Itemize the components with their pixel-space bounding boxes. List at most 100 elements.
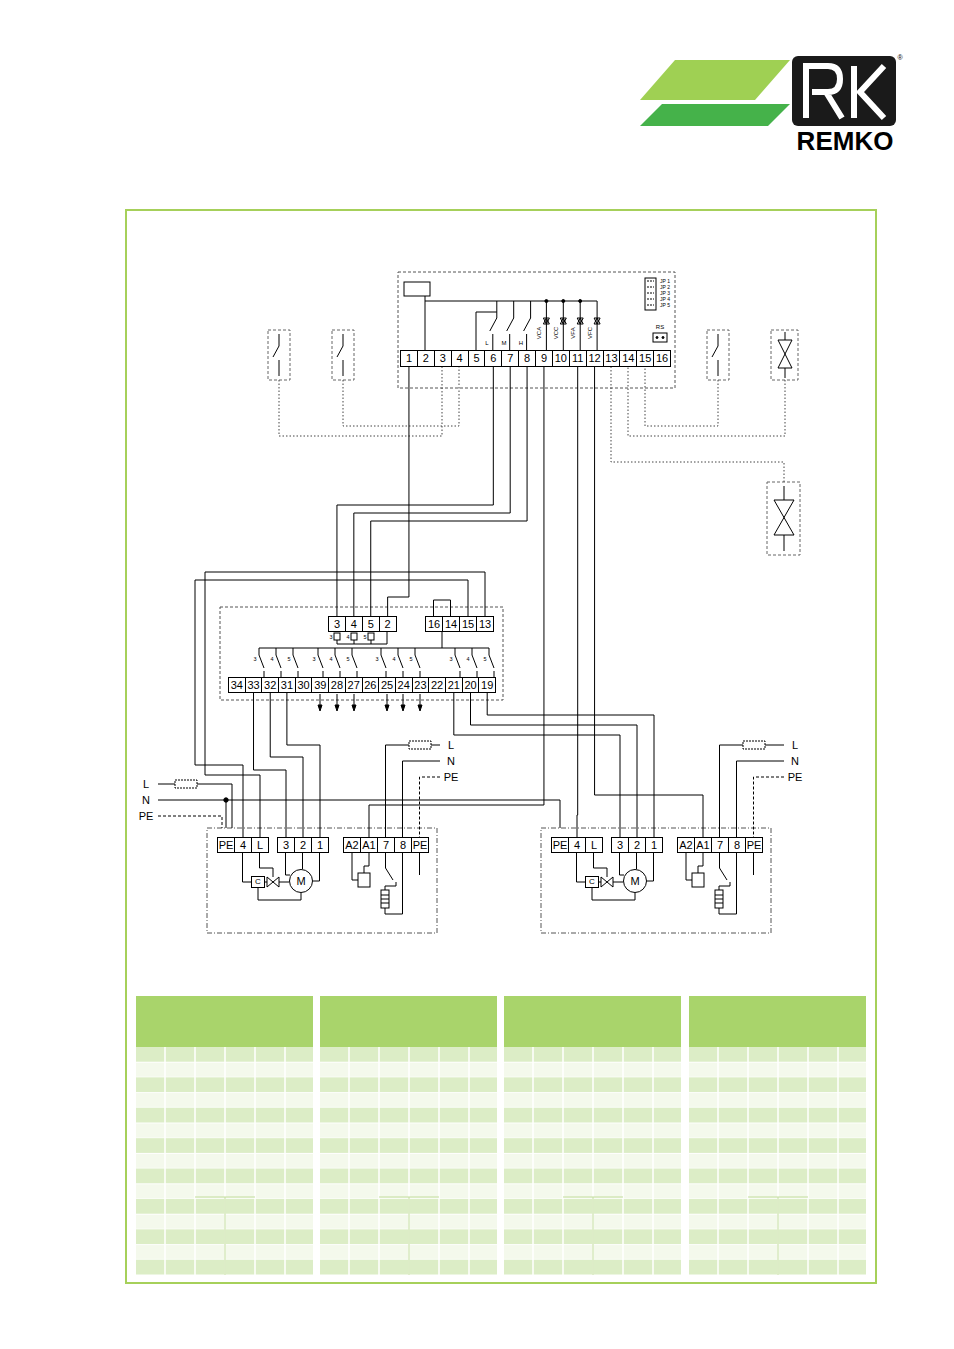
terminal-cell: 6 (484, 350, 502, 367)
terminal-cell: A2 (677, 837, 695, 853)
terminal-number: 8 (734, 840, 740, 851)
controller-board (560, 318, 566, 324)
terminal-cell: 9 (535, 350, 553, 367)
supply-label: N (447, 756, 455, 767)
valve-output-label: VFC (587, 327, 593, 339)
controller-board (507, 301, 514, 350)
supply-label: L (143, 779, 149, 790)
terminal-number: 15 (462, 619, 474, 630)
thermostat-switches (268, 330, 800, 555)
terminal-cell: 1 (400, 350, 418, 367)
motor-symbol: M (289, 869, 313, 893)
terminal-number: 7 (507, 353, 513, 364)
controller-board (645, 278, 656, 310)
controller-board (594, 318, 600, 324)
terminal-number: 32 (264, 680, 276, 691)
terminal-number: PE (553, 840, 568, 851)
terminal-number: 4 (351, 619, 357, 630)
supply-label: PE (139, 811, 154, 822)
thermostat-switches (332, 330, 354, 380)
motor-symbol: M (623, 869, 647, 893)
terminal-number: 28 (331, 680, 343, 691)
terminal-number: PE (747, 840, 762, 851)
terminal-cell: 10 (552, 350, 570, 367)
supply-wires (158, 800, 560, 828)
relay-module (318, 705, 422, 711)
terminal-cell: 3 (434, 350, 452, 367)
supply-label: N (142, 795, 150, 806)
terminal-number: A1 (696, 840, 709, 851)
fan-coil-unit (381, 890, 389, 908)
jumper-label: JP 1 (660, 279, 670, 284)
terminal-cell: 1 (311, 837, 329, 853)
terminal-number: 25 (381, 680, 393, 691)
data-tables (689, 996, 866, 1275)
terminal-number: 31 (281, 680, 293, 691)
terminal-number: M (296, 876, 305, 887)
wire (195, 580, 468, 837)
terminal-cell: 20 (462, 677, 480, 693)
terminal-cell: L (585, 837, 603, 853)
terminal-cell: 4 (234, 837, 252, 853)
terminal-number: 22 (431, 680, 443, 691)
terminal-number: 20 (464, 680, 476, 691)
valve-output-label: VCA (536, 327, 542, 339)
logo-mark: ® (897, 54, 902, 61)
relay-label: 4 (329, 657, 332, 663)
terminal-number: PE (219, 840, 234, 851)
terminal-cell: 3 (328, 616, 346, 632)
terminal-cell: 30 (295, 677, 313, 693)
valve-output-label: VCC (553, 327, 559, 340)
relay-label: 3 (329, 635, 332, 641)
relay-module (220, 600, 503, 711)
terminal-number: 27 (348, 680, 360, 691)
thermostat-switches (707, 330, 729, 380)
relay-module (220, 607, 503, 700)
thermostat-switches (273, 334, 279, 376)
terminal-number: 2 (385, 619, 391, 630)
terminal-cell: 2 (379, 616, 397, 632)
terminal-cell: 5 (468, 350, 486, 367)
wire (595, 367, 703, 837)
connector-label: RS (656, 324, 664, 330)
terminal-cell: PE (551, 837, 570, 853)
motor-outline (290, 870, 313, 893)
terminal-number: 33 (247, 680, 259, 691)
terminal-cell: L (251, 837, 269, 853)
relay-label: 3 (312, 657, 315, 663)
terminal-number: 24 (398, 680, 410, 691)
terminal-number: 3 (617, 840, 623, 851)
relay-label: 5 (483, 657, 486, 663)
terminal-cell: 34 (228, 677, 246, 693)
terminal-cell: 3 (277, 837, 295, 853)
relay-label: 3 (449, 657, 452, 663)
terminal-cell: 8 (394, 837, 412, 853)
terminal-number: 4 (574, 840, 580, 851)
thermostat-switches (774, 486, 794, 551)
supply-wires (420, 777, 441, 837)
controller-board (579, 300, 582, 303)
controller-board (656, 337, 658, 339)
logo (792, 56, 896, 126)
supply-wires (175, 780, 197, 788)
terminal-number: 11 (572, 353, 583, 364)
logo (854, 66, 884, 118)
terminal-number: M (630, 876, 639, 887)
terminal-number: A2 (345, 840, 358, 851)
thermostat-switches (778, 332, 792, 378)
terminal-number: 16 (428, 619, 440, 630)
terminal-cell: 7 (711, 837, 729, 853)
terminal-number: 5 (368, 619, 374, 630)
terminal-number: 1 (406, 353, 412, 364)
relay-label: 4 (346, 635, 349, 641)
relay-label: 4 (392, 657, 395, 663)
terminal-number: A2 (679, 840, 692, 851)
logo (640, 104, 790, 126)
logo (806, 66, 842, 118)
controller-board (398, 272, 675, 388)
supply-wires (743, 741, 765, 749)
fan-speed-label: M (502, 340, 507, 346)
terminal-cell: 2 (294, 837, 312, 853)
